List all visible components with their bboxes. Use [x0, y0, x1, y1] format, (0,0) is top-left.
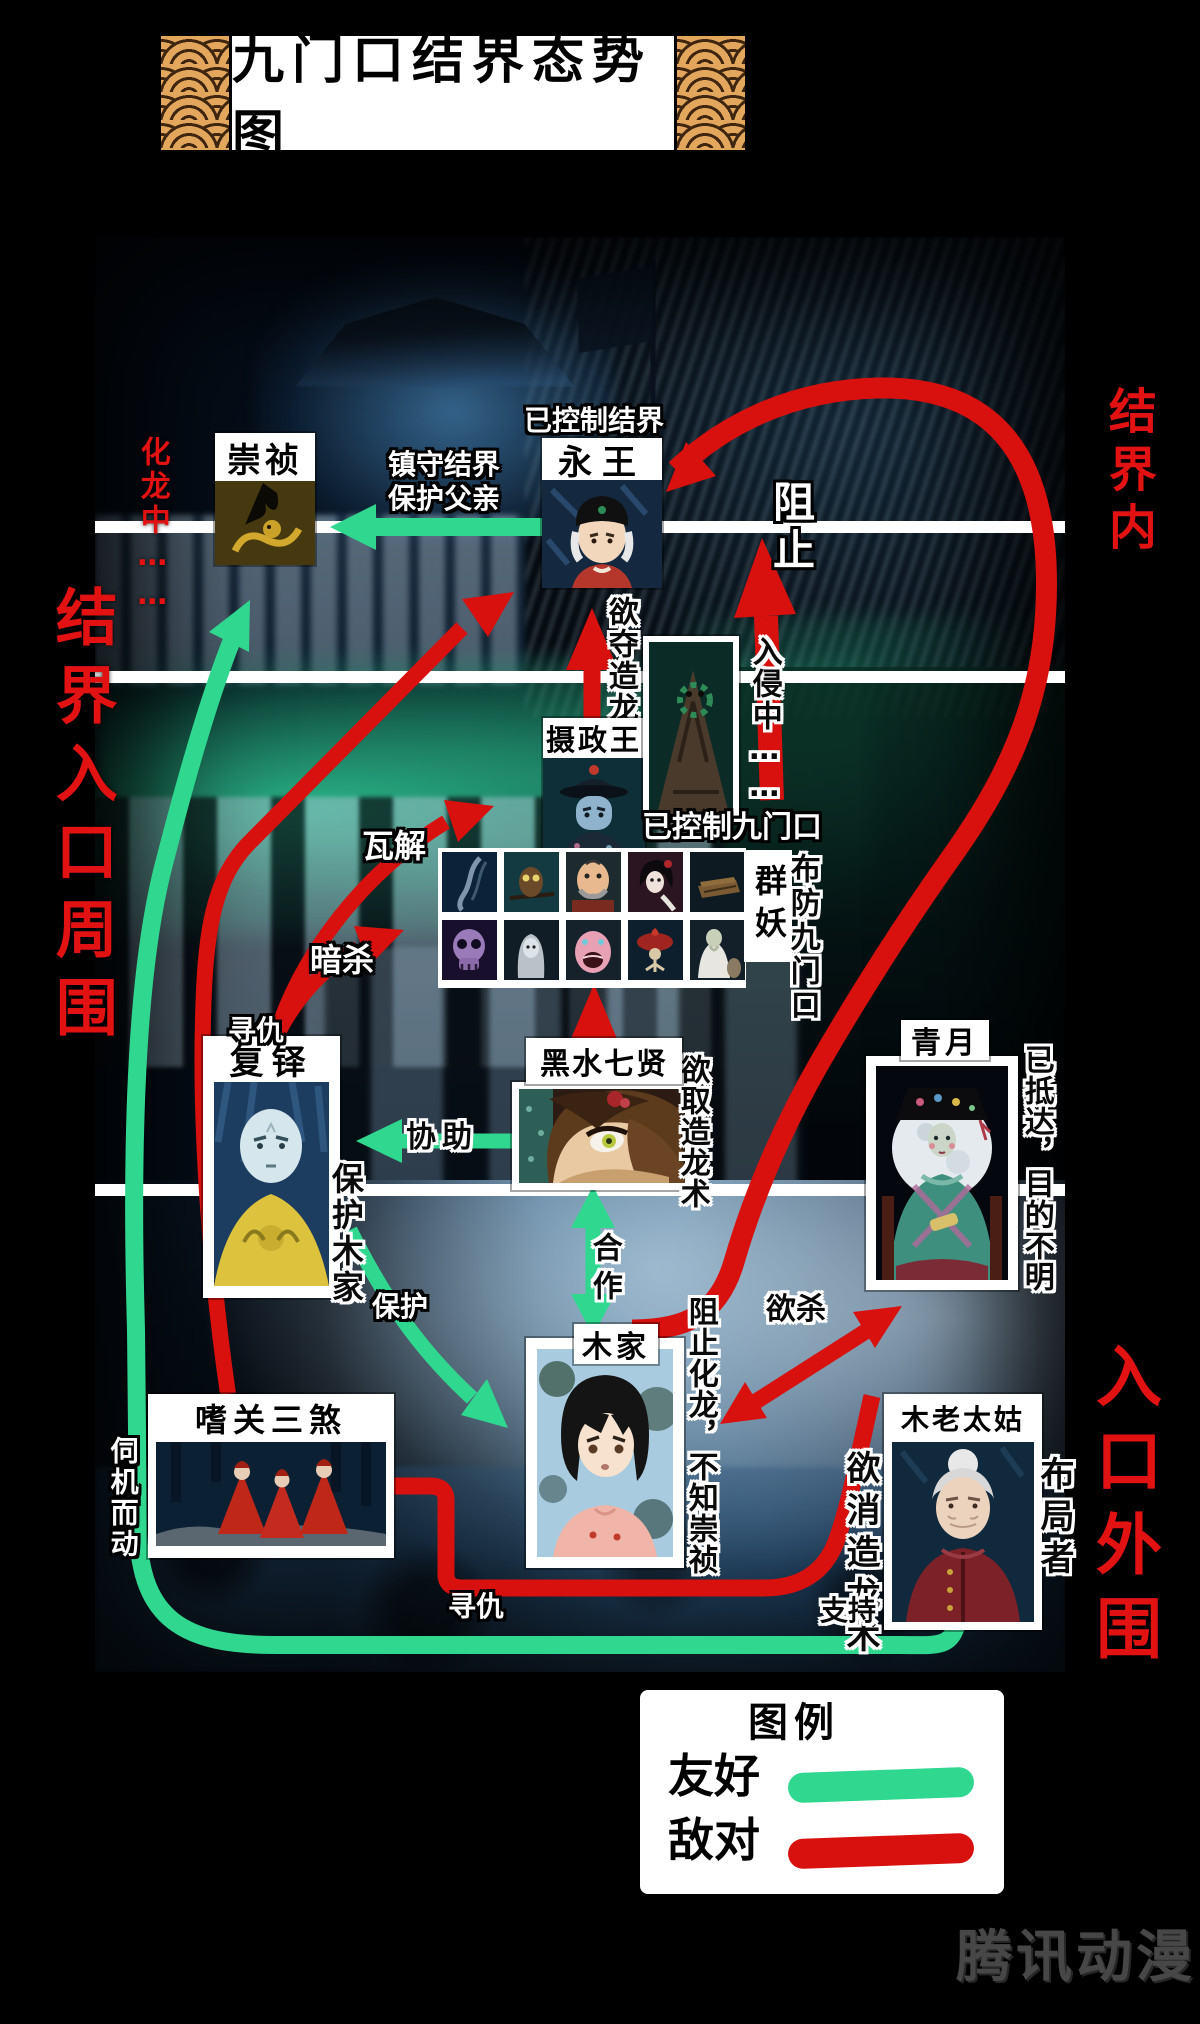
baohu-label: 保护	[372, 1290, 429, 1323]
card-mountain-spirit	[643, 636, 739, 820]
legend-hostile-line	[787, 1832, 975, 1870]
demon-tornado-spirit	[442, 852, 497, 912]
sansha-status: 伺机而动	[106, 1436, 140, 1560]
page-title: 九门口结界态势图	[232, 31, 653, 166]
arrow-want-kill	[747, 1323, 873, 1411]
card-mujia	[526, 1338, 684, 1568]
xunchou-left-label: 寻仇	[228, 1014, 285, 1047]
demon-owl	[504, 852, 559, 912]
demons-grid	[438, 848, 746, 988]
card-title-yongwang: 永王	[542, 438, 662, 483]
arrow-protect	[343, 1226, 478, 1404]
ansha-label: 暗杀	[310, 941, 375, 979]
fuduo-note: 保护木家	[326, 1162, 365, 1306]
mujia-note: 阻止化龙，不知崇祯	[682, 1296, 718, 1575]
portrait-shezhengwang	[543, 758, 645, 858]
card-mulaotaigu: 木老太姑	[884, 1394, 1042, 1630]
arrow-block-arc	[631, 377, 1057, 1341]
guard-note-line2: 保护父亲	[388, 482, 501, 515]
demon-pink-ogre	[566, 920, 621, 980]
watermark: 腾讯动漫	[956, 1925, 1196, 1990]
card-title-mulaotaigu: 木老太姑	[884, 1394, 1042, 1442]
qunyao-label: 群妖	[749, 864, 788, 948]
qingyue-status: 已抵达，目的不明	[1018, 1044, 1054, 1292]
portrait-yongwang	[542, 480, 662, 588]
card-title-mujia: 木家	[574, 1324, 658, 1365]
flag-icon	[577, 259, 656, 452]
card-sansha: 嗜关三煞	[148, 1394, 394, 1558]
chongzhen-status: 化龙中……	[134, 436, 170, 616]
demon-coffin	[690, 852, 745, 912]
heishui-title-box: 黑水七贤	[526, 1038, 682, 1084]
arrow-revenge-bottom	[394, 1394, 881, 1597]
hezuo-label: 合作	[586, 1232, 622, 1308]
qingyue-title-box: 青月	[901, 1020, 989, 1061]
portrait-mulaotaigu	[892, 1442, 1034, 1622]
card-title-heishui: 黑水七贤	[526, 1038, 682, 1084]
card-title-qingyue: 青月	[901, 1020, 989, 1061]
ruqin-label: 入侵中……	[746, 636, 782, 806]
card-title-chongzhen: 崇祯	[215, 433, 315, 481]
card-qingyue	[866, 1056, 1018, 1290]
bufang-label: 布防九门口	[784, 853, 820, 1023]
mulaotaigu-role: 布局者	[1034, 1456, 1075, 1582]
card-fuduo: 复铎	[203, 1036, 340, 1298]
card-title-shezhengwang: 摄政王	[543, 718, 645, 758]
legend-title: 图例	[748, 1700, 840, 1746]
barrier-line-2	[95, 671, 1065, 683]
portrait-sansha	[156, 1442, 386, 1546]
card-heishui	[512, 1082, 692, 1190]
demon-skull	[442, 920, 497, 980]
card-shezhengwang: 摄政王	[543, 718, 645, 858]
card-chongzhen: 崇祯	[215, 433, 315, 565]
card-title-sansha: 嗜关三煞	[148, 1394, 394, 1442]
demon-white-robe-elder	[690, 920, 745, 980]
shezhengwang-status: 已控制九门口	[642, 810, 822, 845]
portrait-qingyue	[876, 1066, 1008, 1280]
card-yongwang: 永王	[542, 438, 662, 588]
portrait-mountain-spirit	[649, 642, 733, 814]
yusha-label: 欲杀	[766, 1292, 826, 1327]
demon-strongman	[566, 852, 621, 912]
mulaotaigu-goal: 欲消造龙术	[840, 1450, 881, 1660]
demon-geisha	[628, 852, 683, 912]
xunchou-bottom-label: 寻仇	[448, 1590, 505, 1623]
portrait-fuduo	[214, 1082, 329, 1286]
region-label-inside-barrier: 结界内	[1099, 386, 1156, 560]
demon-ghost	[504, 920, 559, 980]
wave-pattern-left-icon	[161, 36, 232, 150]
yongwang-status: 已控制结界	[524, 404, 665, 437]
demon-red-hat-saucer	[628, 920, 683, 980]
legend-friendly-line	[787, 1766, 975, 1804]
wajie-label: 瓦解	[362, 827, 427, 865]
mujia-title-box: 木家	[574, 1324, 658, 1365]
title-banner: 九门口结界态势图	[158, 31, 748, 166]
arrow-support	[125, 636, 965, 1655]
region-label-entrance-around: 结界入口周围	[44, 585, 118, 1053]
guard-note-line1: 镇守结界	[388, 448, 501, 481]
legend-friendly-label: 友好	[668, 1749, 760, 1803]
zuzhi-label: 阻止	[766, 480, 816, 576]
xiezhu-label: 协助	[406, 1120, 478, 1155]
card-title-fuduo: 复铎	[203, 1036, 340, 1083]
portrait-chongzhen	[215, 481, 315, 565]
zhichi-label: 支持	[820, 1594, 877, 1627]
portrait-mujia	[537, 1349, 673, 1557]
arrow-invading	[754, 615, 784, 801]
legend-hostile-label: 敌对	[668, 1813, 760, 1867]
region-label-outside-entrance: 入口外围	[1084, 1342, 1162, 1678]
qunyao-label-box: 群妖	[744, 850, 792, 962]
portrait-heishui	[519, 1089, 685, 1183]
wave-pattern-right-icon	[674, 36, 745, 150]
legend: 图例 友好 敌对	[640, 1690, 1004, 1894]
